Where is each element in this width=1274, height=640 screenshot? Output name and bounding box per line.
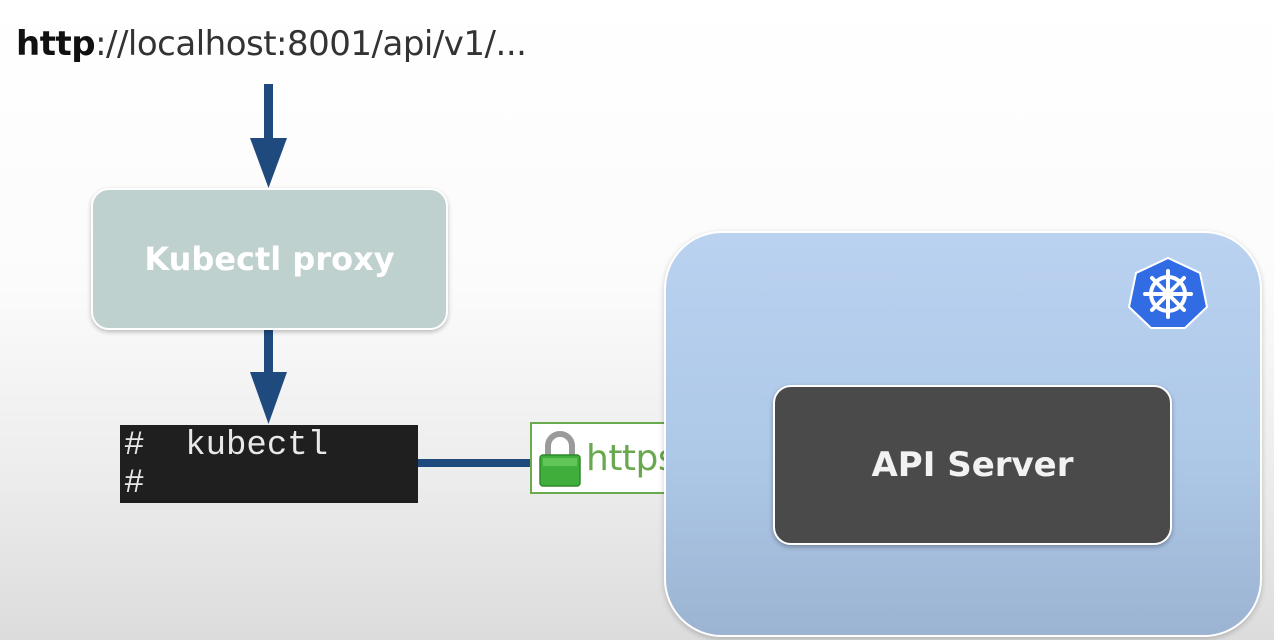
terminal-window: # kubectl # [120, 425, 418, 503]
kubectl-proxy-box: Kubectl proxy [91, 188, 448, 330]
api-server-label: API Server [871, 445, 1074, 485]
terminal-line-command: # kubectl [124, 427, 329, 465]
arrow-url-to-proxy-head [250, 138, 287, 188]
proxy-url: http://localhost:8001/api/v1/... [16, 24, 527, 64]
line-terminal-to-https [418, 459, 532, 467]
kubernetes-helm-icon [1128, 256, 1208, 329]
api-server-box: API Server [773, 385, 1172, 545]
padlock-icon [539, 431, 581, 487]
kubectl-proxy-label: Kubectl proxy [144, 240, 395, 278]
url-path: ://localhost:8001/api/v1/... [95, 24, 527, 64]
arrow-proxy-to-terminal-shaft [264, 326, 273, 376]
https-badge: https [530, 422, 684, 494]
arrow-proxy-to-terminal-head [250, 372, 287, 424]
url-scheme: http [16, 24, 96, 64]
arrow-url-to-proxy-shaft [264, 84, 273, 154]
terminal-line-prompt: # [124, 465, 145, 503]
https-label: https [586, 437, 677, 479]
